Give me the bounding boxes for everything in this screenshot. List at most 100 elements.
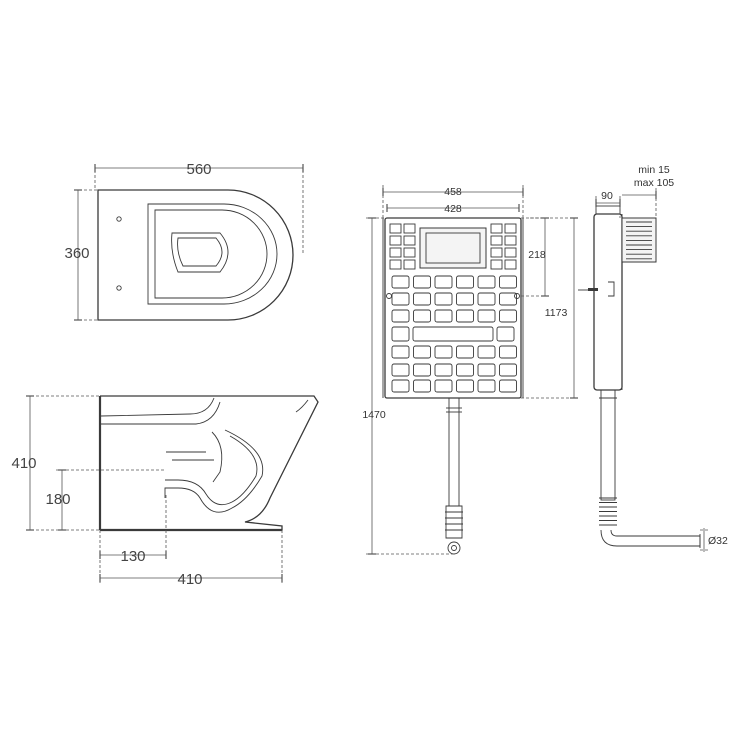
dimension-total-height: 1470 (362, 409, 386, 421)
dimension-upper-height: 218 (528, 249, 546, 261)
frame-cell (456, 275, 474, 289)
frame-cell (496, 326, 515, 342)
frame-cell (490, 235, 503, 246)
frame-cell (391, 379, 410, 393)
frame-cell (499, 275, 517, 289)
frame-cell (413, 363, 431, 377)
frame-cell (477, 363, 496, 377)
frame-cell (403, 247, 416, 258)
frame-cell (389, 223, 402, 234)
frame-cell (403, 235, 416, 246)
frame-cell (490, 247, 503, 258)
frame-cell (499, 292, 517, 306)
dimension-inner-width: 428 (444, 203, 462, 215)
bowl-drain (171, 232, 229, 273)
dimension-outlet-offset: 130 (120, 548, 145, 565)
bowl-trap (164, 429, 264, 513)
side-view: 410 180 130 410 (11, 395, 319, 588)
frame-cell (504, 259, 517, 270)
frame-cell (504, 247, 517, 258)
frame-cell (456, 309, 474, 323)
frame-cell (389, 259, 402, 270)
frame-cell (499, 309, 517, 323)
frame-cell (477, 379, 496, 393)
mounting-hole (116, 216, 122, 222)
top-view: 560 360 (64, 161, 304, 321)
frame-cell (413, 379, 431, 393)
frame-cell (434, 309, 453, 323)
toilet-side-outline (100, 395, 319, 531)
frame-cell (504, 223, 517, 234)
dimension-outer-width: 458 (444, 186, 462, 198)
frame-bolt (514, 293, 520, 299)
outlet-bend (600, 529, 701, 547)
pipe-end (447, 541, 461, 555)
frame-cell (456, 379, 474, 393)
frame-cell (391, 326, 410, 342)
dimension-depth: 90 (601, 190, 613, 202)
bowl-trap (165, 435, 258, 506)
frame-cell (456, 345, 474, 359)
bowl-profile (101, 401, 221, 425)
bowl-drain-inner (177, 237, 223, 267)
flush-plate-opening (419, 227, 487, 269)
frame-bolt (386, 293, 392, 299)
side-flush-pipe (600, 389, 616, 501)
frame-cell (490, 259, 503, 270)
dimension-pipe-diameter: Ø32 (708, 535, 728, 547)
flush-rim (295, 399, 309, 413)
frame-cell (477, 292, 496, 306)
dimension-outlet-height: 180 (45, 491, 70, 508)
frame-cell (403, 223, 416, 234)
frame-cell (490, 223, 503, 234)
bowl-inner (211, 431, 223, 483)
adjust-min-label: min 15 (638, 164, 670, 176)
frame-cell (391, 275, 410, 289)
frame-cell (389, 247, 402, 258)
bowl-profile (100, 397, 215, 417)
frame-cell (412, 326, 494, 342)
frame-cell (434, 345, 453, 359)
mounting-hole (116, 285, 122, 291)
frame-cell (413, 345, 431, 359)
dimension-frame-height: 1173 (545, 307, 568, 319)
flush-pipe (448, 397, 460, 507)
frame-cell (434, 292, 453, 306)
frame-cell (434, 379, 453, 393)
frame-cell (391, 292, 410, 306)
frame-cell (499, 345, 517, 359)
dimension-depth: 360 (64, 245, 89, 262)
frame-cell (456, 363, 474, 377)
frame-front-view: 458 428 218 1173 1470 (362, 185, 578, 555)
frame-cell (504, 235, 517, 246)
pipe-connector (445, 505, 463, 539)
dimension-height: 410 (11, 455, 36, 472)
frame-cell (389, 235, 402, 246)
housing-ribs (626, 221, 652, 260)
frame-cell (434, 363, 453, 377)
frame-cell (499, 363, 517, 377)
frame-cell (403, 259, 416, 270)
water-inlet (588, 288, 598, 291)
frame-cell (413, 309, 431, 323)
dimension-length: 410 (177, 571, 202, 588)
frame-cell (413, 292, 431, 306)
adjust-max-label: max 105 (634, 177, 674, 189)
toilet-bowl-inner (154, 209, 268, 299)
frame-cell (413, 275, 431, 289)
frame-cell (434, 275, 453, 289)
side-pipe-ribs (599, 497, 617, 526)
frame-cell (499, 379, 517, 393)
toilet-top-outline (97, 189, 294, 321)
frame-cell (477, 275, 496, 289)
frame-cell (477, 309, 496, 323)
frame-cell (391, 309, 410, 323)
frame-grid (389, 223, 517, 393)
frame-cell (477, 345, 496, 359)
frame-cell (391, 363, 410, 377)
frame-side-view: 90 min 15 max 105 Ø32 (578, 164, 728, 552)
dimension-width: 560 (186, 161, 211, 178)
frame-cell (456, 292, 474, 306)
frame-cell (391, 345, 410, 359)
